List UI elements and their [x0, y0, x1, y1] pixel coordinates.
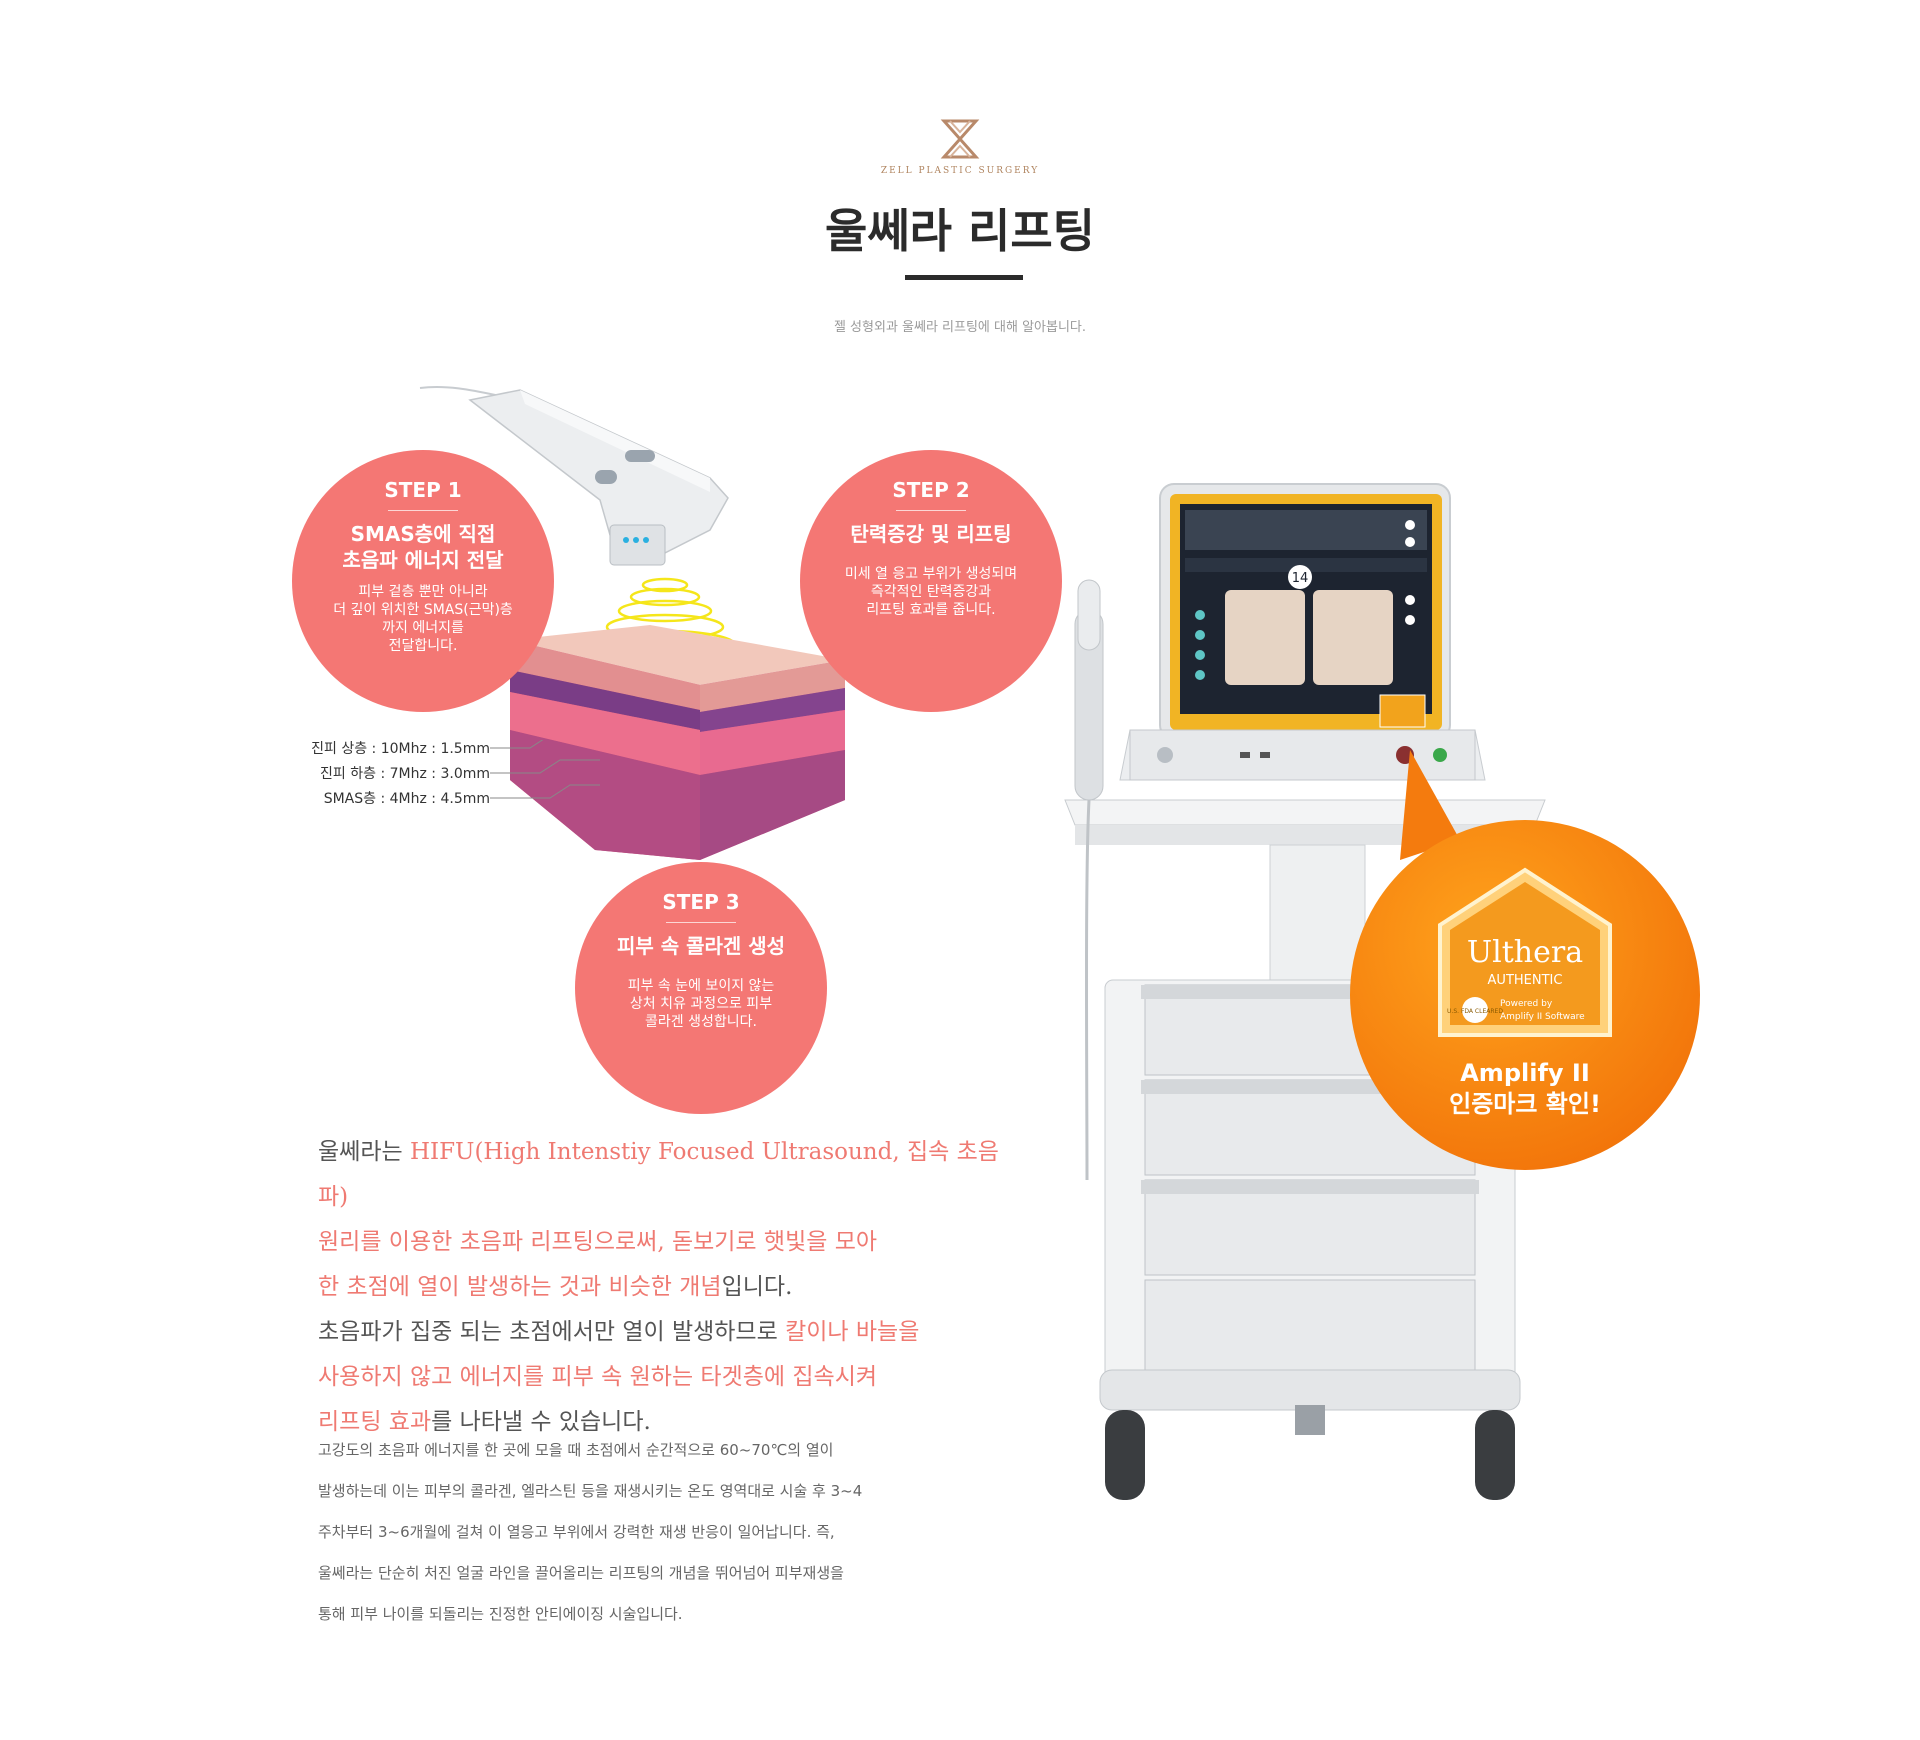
layer-label-smas: SMAS층 : 4Mhz : 4.5mm [323, 791, 490, 807]
intro-highlight: 리프팅 효과 [318, 1409, 432, 1435]
intro-highlight: 원리를 이용한 초음파 리프팅으로써, 돋보기로 햇빛을 모아 [318, 1229, 878, 1255]
step-2-circle: STEP 2 탄력증강 및 리프팅 미세 열 응고 부위가 생성되며 즉각적인 … [800, 450, 1062, 712]
intro-text: 초음파가 집중 되는 초점에서만 열이 발생하므로 [318, 1319, 786, 1345]
step-3-title-line: 피부 속 콜라겐 생성 [616, 934, 786, 958]
step-3-circle: STEP 3 피부 속 콜라겐 생성 피부 속 눈에 보이지 않는 상처 치유 … [575, 862, 827, 1114]
page-title: 울쎄라 리프팅 [825, 204, 1095, 258]
step-2-divider [896, 510, 966, 511]
step-3-desc-line: 피부 속 눈에 보이지 않는 [627, 978, 775, 994]
step-1-heading: STEP 1 [384, 478, 462, 502]
badge-powered: Powered by [1500, 999, 1553, 1009]
step-1-desc-line: 전달합니다. [388, 638, 458, 654]
step-2-heading: STEP 2 [892, 478, 970, 502]
step-1-circle: STEP 1 SMAS층에 직접 초음파 에너지 전달 피부 겉층 뿐만 아니라… [292, 450, 554, 712]
step-1-desc-line: 더 깊이 위치한 SMAS(근막)층 [333, 602, 513, 618]
body-line: 울쎄라는 단순히 처진 얼굴 라인을 끌어올리는 리프팅의 개념을 뛰어넘어 피… [318, 1564, 844, 1582]
intro-text: 를 나타낼 수 있습니다. [431, 1409, 651, 1435]
step-1-divider [388, 510, 458, 511]
intro-text: 입니다. [721, 1274, 793, 1300]
step-1-title-line: SMAS층에 직접 [350, 522, 496, 546]
layer-label-upper-dermis: 진피 상층 : 10Mhz : 1.5mm [311, 741, 490, 757]
step-3-heading: STEP 3 [662, 890, 740, 914]
layer-label-lower-dermis: 진피 하층 : 7Mhz : 3.0mm [320, 766, 490, 782]
badge-brand: Ulthera [1467, 935, 1583, 970]
authentic-badge-callout: Ulthera AUTHENTIC U.S. FDA CLEARED Power… [1350, 750, 1700, 1170]
step-1-desc-line: 까지 에너지를 [382, 620, 464, 636]
body-line: 주차부터 3~6개월에 걸쳐 이 열응고 부위에서 강력한 재생 반응이 일어납… [318, 1523, 835, 1541]
intro-highlight: 칼이나 바늘을 [785, 1319, 920, 1345]
title-divider [905, 275, 1023, 280]
badge-software: Amplify II Software [1500, 1012, 1585, 1022]
intro-text: 울쎄라는 [318, 1139, 410, 1165]
body-line: 발생하는데 이는 피부의 콜라겐, 엘라스틴 등을 재생시키는 온도 영역대로 … [318, 1482, 863, 1500]
amplify-caption-line: Amplify II [1460, 1059, 1590, 1087]
step-2-title-line: 탄력증강 및 리프팅 [850, 522, 1012, 546]
step-2-desc-line: 미세 열 응고 부위가 생성되며 [844, 566, 1018, 582]
step-3-desc-line: 상처 치유 과정으로 피부 [629, 996, 773, 1012]
body-paragraph: 고강도의 초음파 에너지를 한 곳에 모을 때 초점에서 순간적으로 60~70… [318, 1430, 983, 1635]
step-3-divider [666, 922, 736, 923]
layer-leader-lines [490, 740, 600, 799]
step-3-desc-line: 콜라겐 생성합니다. [645, 1014, 757, 1030]
body-line: 통해 피부 나이를 되돌리는 진정한 안티에이징 시술입니다. [318, 1605, 683, 1623]
intro-highlight: HIFU(High Intenstiy Focused Ultrasound, … [318, 1139, 999, 1210]
intro-highlight: 한 초점에 열이 발생하는 것과 비슷한 개념 [318, 1274, 722, 1300]
badge-fda: U.S. FDA CLEARED [1447, 1008, 1503, 1015]
ultherapy-machine-image: 14 [1064, 483, 1546, 1500]
badge-sub: AUTHENTIC [1488, 973, 1563, 988]
skin-layer-cross-section-image [510, 625, 845, 860]
intro-highlight: 사용하지 않고 에너지를 피부 속 원하는 타겟층에 집속시켜 [318, 1364, 878, 1390]
intro-paragraph: 울쎄라는 HIFU(High Intenstiy Focused Ultraso… [318, 1130, 1018, 1445]
amplify-caption-line: 인증마크 확인! [1449, 1090, 1601, 1118]
zell-logo-icon [940, 119, 980, 159]
step-2-desc-line: 즉각적인 탄력증강과 [870, 584, 992, 600]
transducer-handpiece-image [419, 385, 729, 566]
step-1-desc-line: 피부 겉층 뿐만 아니라 [358, 584, 488, 600]
step-1-title-line: 초음파 에너지 전달 [342, 548, 504, 572]
amplify-caption: Amplify II 인증마크 확인! [1380, 1058, 1670, 1120]
body-line: 고강도의 초음파 에너지를 한 곳에 모을 때 초점에서 순간적으로 60~70… [318, 1441, 834, 1459]
screen-number: 14 [1292, 571, 1309, 586]
logo-text: ZELL PLASTIC SURGERY [880, 166, 1040, 176]
step-2-desc-line: 리프팅 효과를 줍니다. [866, 602, 996, 618]
page-subtitle: 젤 성형외과 울쎄라 리프팅에 대해 알아봅니다. [833, 320, 1087, 335]
